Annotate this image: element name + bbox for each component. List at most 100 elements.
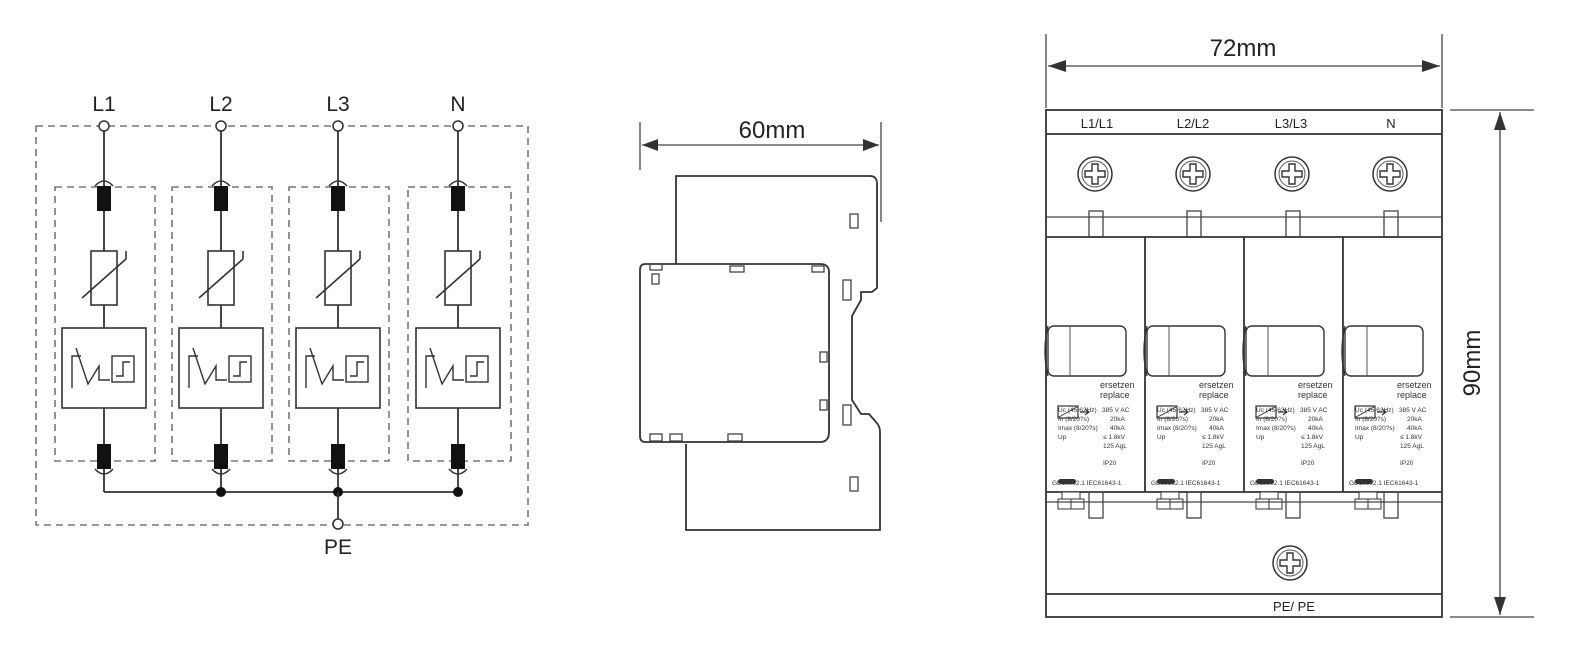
label-terminal-4: N [450, 93, 465, 116]
top-label-4: N [1386, 116, 1395, 131]
terminal-n [452, 120, 464, 132]
spec-symbol: In (8/20?s) [1256, 416, 1287, 423]
ip-rating: IP20 [1202, 460, 1216, 467]
replace-label-de: ersetzen [1100, 380, 1135, 390]
base-slot [849, 476, 859, 492]
spec-value: 20kA [1407, 416, 1422, 423]
latch-tab [1383, 210, 1399, 238]
replace-label-de: ersetzen [1397, 380, 1432, 390]
spec-symbol: Imax (8/20?s) [1256, 425, 1296, 432]
spec-value: 125 AgL [1202, 443, 1226, 450]
spec-value: 385 V AC [1102, 407, 1130, 414]
module-slot [819, 399, 828, 411]
top-label-1: L1/L1 [1081, 116, 1114, 131]
module-tab [669, 433, 683, 442]
top-label-2: L2/L2 [1177, 116, 1210, 131]
module-text-2: ersetzen replace Uc (45-62Hz) 385 V AC I… [1151, 380, 1234, 487]
terminal-l1 [98, 120, 110, 132]
arrow-down-icon [1494, 597, 1506, 615]
arrow-left-icon [1048, 60, 1066, 72]
latch-tab [1383, 491, 1399, 519]
spec-symbol: In (8/20?s) [1355, 416, 1386, 423]
ip-rating: IP20 [1400, 460, 1414, 467]
base-slot [842, 404, 852, 426]
label-terminal-1: L1 [92, 93, 115, 116]
latch-tab [1285, 491, 1301, 519]
spec-symbol: Up [1058, 434, 1067, 441]
pole-outline-3 [288, 186, 390, 462]
bottom-label: PE/ PE [1273, 599, 1315, 614]
junction-dot [453, 487, 463, 497]
junction-dot [216, 487, 226, 497]
arrow-right-icon [863, 139, 879, 151]
module-tab [727, 433, 743, 442]
base-housing [675, 175, 881, 531]
screw-icon [1077, 156, 1113, 192]
replace-label-en: replace [1199, 390, 1229, 400]
spec-symbol: Imax (8/20?s) [1355, 425, 1395, 432]
replace-label-en: replace [1100, 390, 1130, 400]
spec-value: 385 V AC [1300, 407, 1328, 414]
spec-value: 20kA [1308, 416, 1323, 423]
ip-rating: IP20 [1103, 460, 1117, 467]
arrow-right-icon [1422, 60, 1440, 72]
spec-symbol: Up [1355, 434, 1364, 441]
spec-symbol: In (8/20?s) [1058, 416, 1089, 423]
top-label-3: L3/L3 [1275, 116, 1308, 131]
pole-circuit-3 [295, 125, 381, 493]
module-tab [811, 265, 825, 273]
spec-symbol: In (8/20?s) [1157, 416, 1188, 423]
latch-tab [1088, 210, 1104, 238]
module-text-3: ersetzen replace Uc (45-62Hz) 385 V AC I… [1250, 380, 1333, 487]
spec-value: 40kA [1407, 425, 1422, 432]
screw-icon [1274, 156, 1310, 192]
arrow-up-icon [1494, 112, 1506, 130]
standards-text: GB18802.1 IEC61643-1 [1052, 480, 1122, 487]
pole-outline-2 [171, 186, 273, 462]
module-text-1: ersetzen replace Uc (45-62Hz) 385 V AC I… [1052, 380, 1135, 487]
spec-value: 40kA [1110, 425, 1125, 432]
spec-value: 125 AgL [1400, 443, 1424, 450]
module-tab [649, 263, 663, 271]
arrow-left-icon [642, 139, 658, 151]
pole-circuit-1 [61, 125, 147, 493]
spec-value: 125 AgL [1301, 443, 1325, 450]
spec-value: 40kA [1209, 425, 1224, 432]
pole-outline-1 [54, 186, 156, 462]
spec-value: ≤ 1.8kV [1202, 434, 1225, 441]
spec-value: 20kA [1209, 416, 1224, 423]
plug-module-side [639, 263, 830, 443]
standards-text: GB18802.1 IEC61643-1 [1349, 480, 1419, 487]
spec-value: 385 V AC [1399, 407, 1427, 414]
side-view: 60mm [639, 117, 882, 531]
spec-value: ≤ 1.8kV [1400, 434, 1423, 441]
replace-label-en: replace [1298, 390, 1328, 400]
standards-text: GB18802.1 IEC61643-1 [1151, 480, 1221, 487]
front-view: 72mm 90mm L1/L1 L2/L2 L3/L3 N [1044, 34, 1534, 618]
pole-circuit-n [415, 125, 501, 493]
spec-symbol: Up [1157, 434, 1166, 441]
front-height-label: 90mm [1459, 330, 1486, 397]
base-slot [842, 279, 852, 301]
spec-symbol: Up [1256, 434, 1265, 441]
spec-value: 20kA [1110, 416, 1125, 423]
label-ground: PE [324, 536, 352, 559]
spec-value: 385 V AC [1201, 407, 1229, 414]
label-terminal-2: L2 [209, 93, 232, 116]
standards-text: GB18802.1 IEC61643-1 [1250, 480, 1320, 487]
device-enclosure-outline [35, 125, 529, 526]
replace-label-de: ersetzen [1298, 380, 1333, 390]
screw-icon [1372, 156, 1408, 192]
latch-tab [1285, 210, 1301, 238]
module-tab [649, 433, 663, 442]
spec-value: 40kA [1308, 425, 1323, 432]
spec-symbol: Uc (45-62Hz) [1157, 407, 1196, 414]
spec-value: 125 AgL [1103, 443, 1127, 450]
replace-label-en: replace [1397, 390, 1427, 400]
spec-symbol: Imax (8/20?s) [1058, 425, 1098, 432]
terminal-pe [332, 518, 344, 530]
spec-symbol: Uc (45-62Hz) [1058, 407, 1097, 414]
spec-value: ≤ 1.8kV [1103, 434, 1126, 441]
pole-circuit-2 [178, 125, 264, 493]
module-slot [819, 351, 828, 363]
